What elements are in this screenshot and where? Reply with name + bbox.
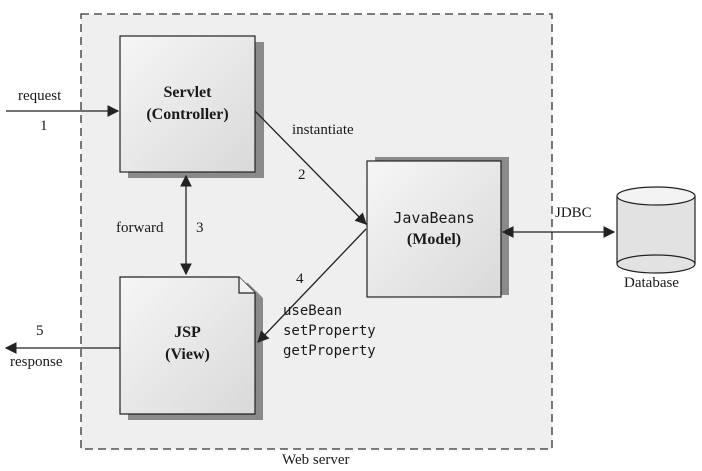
web-server-label: Web server <box>282 452 350 468</box>
database-label: Database <box>624 275 679 291</box>
javabeans-box <box>366 157 509 298</box>
instantiate-arrow <box>254 110 367 225</box>
bean-ops-step: 4 <box>296 271 304 287</box>
javabeans-role: (Model) <box>406 231 462 248</box>
request-step: 1 <box>40 118 48 134</box>
request-label: request <box>18 88 62 104</box>
instantiate-step: 2 <box>298 167 306 183</box>
forward-label: forward <box>116 220 164 236</box>
jsp-page <box>119 276 263 420</box>
servlet-title: Servlet (Controller) <box>120 82 255 126</box>
forward-step: 3 <box>196 220 204 236</box>
response-label: response <box>10 354 63 370</box>
jsp-title: JSP (View) <box>120 322 255 366</box>
javabeans-title: JavaBeans (Model) <box>367 207 501 251</box>
servlet-role: (Controller) <box>146 106 229 123</box>
usebean-op: useBean <box>283 303 343 319</box>
javabeans-name: JavaBeans <box>393 209 475 227</box>
bean-ops-arrow <box>257 228 367 343</box>
servlet-box <box>119 35 264 178</box>
database-cylinder <box>616 186 696 274</box>
setproperty-op: setProperty <box>283 323 376 339</box>
jdbc-label: JDBC <box>555 205 592 221</box>
response-step: 5 <box>36 323 44 339</box>
jsp-role: (View) <box>165 346 210 363</box>
jsp-name: JSP <box>174 324 201 341</box>
getproperty-op: getProperty <box>283 343 376 359</box>
servlet-name: Servlet <box>163 84 212 101</box>
instantiate-label: instantiate <box>292 122 354 138</box>
